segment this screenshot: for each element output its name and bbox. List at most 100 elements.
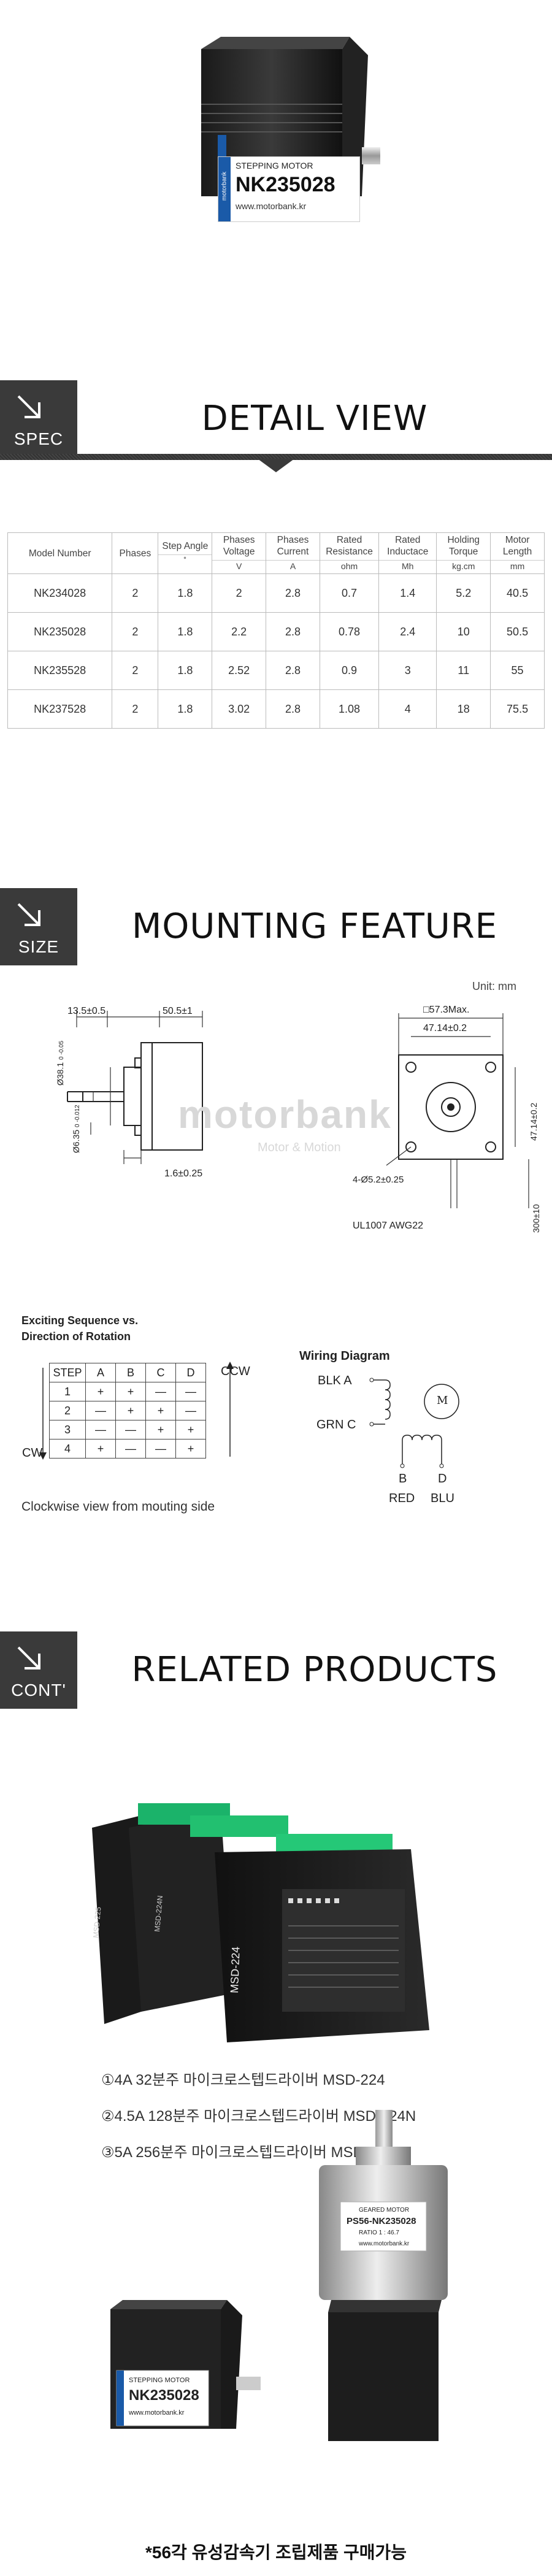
dim-flange-thickness: 1.6±0.25	[164, 1168, 203, 1179]
dim-mount-holes: 4-Ø5.2±0.25	[353, 1175, 404, 1185]
table-cell: 3	[378, 651, 437, 690]
small-motor-image	[110, 2300, 261, 2429]
dim-frame-size: □57.3Max.	[423, 1005, 470, 1015]
wire-d-label: D	[438, 1472, 447, 1485]
wire-red-label: RED	[389, 1492, 415, 1505]
related-product-item: ②4.5A 128분주 마이크로스텝드라이버 MSD-224N	[101, 2108, 416, 2125]
table-cell: 2.2	[212, 612, 267, 651]
unit-label: Unit: mm	[472, 980, 516, 992]
table-cell: 0.9	[319, 651, 380, 690]
table-cell: NK234028	[7, 573, 113, 613]
table-row: STEP A B C D	[49, 1363, 206, 1382]
arrow-down-right-icon	[17, 1646, 40, 1669]
table-cell: 1.4	[378, 573, 437, 613]
wiring-diagram	[369, 1378, 459, 1468]
spec-header-cell: Step Angle˚	[158, 532, 213, 574]
table-cell: 2	[112, 612, 159, 651]
sequence-caption: Clockwise view from mouting side	[21, 1500, 215, 1514]
table-cell: 2	[112, 651, 159, 690]
spec-badge-label: SPEC	[13, 429, 64, 448]
dim-shaft-length: 13.5±0.5	[67, 1006, 106, 1016]
motor-label-url: www.motorbank.kr	[236, 201, 307, 211]
table-cell: 1.8	[158, 612, 213, 651]
table-cell: 0.78	[319, 612, 380, 651]
table-row: 3 — — + +	[49, 1420, 206, 1439]
motor-label-model: NK235028	[236, 173, 335, 196]
driver-label-msd225: MSD-225	[91, 1906, 102, 1938]
cont-badge: CONT'	[0, 1631, 77, 1709]
section-divider-band	[0, 454, 552, 460]
table-cell: 55	[490, 651, 545, 690]
cont-section-title: RELATED PRODUCTS	[131, 1650, 498, 1690]
spec-table-header-row: Model Number Phases Step Angle˚ Phases V…	[7, 532, 545, 574]
table-cell: 75.5	[490, 689, 545, 729]
spec-table: Model Number Phases Step Angle˚ Phases V…	[7, 532, 545, 729]
geared-motor-image	[319, 2110, 448, 2441]
table-cell: 2	[112, 573, 159, 613]
bottom-caption: *56각 유성감속기 조립제품 구매가능	[145, 2543, 407, 2562]
related-product-item: ③5A 256분주 마이크로스텝드라이버 MSD-225	[101, 2144, 393, 2161]
motor-label-brand-strip	[218, 157, 231, 221]
table-cell: NK237528	[7, 689, 113, 729]
small-motor-label-model: NK235028	[129, 2387, 199, 2404]
dim-lead-length: 300±10	[531, 1204, 541, 1233]
arrow-down-right-icon	[17, 395, 40, 418]
arrow-down-right-icon	[17, 903, 40, 926]
spec-section-title: DETAIL VIEW	[201, 399, 428, 439]
spec-badge: SPEC	[0, 380, 77, 458]
dim-pilot-diameter: Ø38.1 0 -0.05	[55, 1040, 65, 1086]
dim-hole-spacing-y: 47.14±0.2	[529, 1102, 539, 1141]
table-cell: 2	[212, 573, 267, 613]
small-motor-label-url: www.motorbank.kr	[129, 2409, 185, 2417]
spec-section-header: SPEC DETAIL VIEW	[0, 380, 552, 472]
table-cell: 1.8	[158, 651, 213, 690]
spec-header-cell: Phases	[112, 532, 159, 574]
table-cell: 2	[112, 689, 159, 729]
table-cell: 2.8	[266, 689, 320, 729]
small-motor-label-type: STEPPING MOTOR	[129, 2377, 190, 2384]
geared-motor-label-url: www.motorbank.kr	[359, 2241, 410, 2247]
front-view-drawing	[386, 1013, 529, 1208]
sequence-title: Exciting Sequence vs. Direction of Rotat…	[21, 1314, 139, 1343]
table-cell: 40.5	[490, 573, 545, 613]
wiring-title: Wiring Diagram	[299, 1349, 390, 1363]
spec-header-cell: Model Number	[7, 532, 113, 574]
ccw-label: CCW	[221, 1365, 250, 1378]
table-cell: 11	[436, 651, 491, 690]
table-cell: 2.8	[266, 573, 320, 613]
motor-label: motorbank STEPPING MOTOR NK235028 www.mo…	[218, 156, 360, 222]
wire-blk-a-label: BLK A	[318, 1374, 352, 1387]
dim-lead-wire: UL1007 AWG22	[353, 1221, 424, 1231]
table-cell: 5.2	[436, 573, 491, 613]
size-badge-label: SIZE	[18, 937, 59, 956]
table-cell: 2.4	[378, 612, 437, 651]
table-cell: 3.02	[212, 689, 267, 729]
table-cell: NK235528	[7, 651, 113, 690]
table-row: 4 + — — +	[49, 1439, 206, 1459]
table-cell: 1.8	[158, 573, 213, 613]
drivers-image: MSD-225 MSD-224N MSD-224	[91, 1803, 429, 2042]
watermark-text: motorbank	[178, 1092, 392, 1137]
dim-shaft-diameter: Ø6.35 0 -0.012	[71, 1105, 81, 1153]
geared-motor-label-model: PS56-NK235028	[347, 2216, 416, 2226]
cont-badge-label: CONT'	[11, 1681, 66, 1700]
motor-label-brand: motorbank	[221, 171, 228, 201]
dim-hole-spacing-x: 47.14±0.2	[423, 1023, 467, 1033]
watermark-subtext: Motor & Motion	[258, 1141, 341, 1154]
table-cell: 2.52	[212, 651, 267, 690]
side-view-drawing	[67, 1011, 203, 1164]
geared-motor-label-ratio: RATIO 1 : 46.7	[359, 2229, 399, 2236]
motor-symbol-label: M	[437, 1394, 448, 1407]
cont-section-header: CONT' RELATED PRODUCTS	[0, 1631, 552, 1723]
wire-grn-c-label: GRN C	[316, 1418, 356, 1432]
sequence-table: STEP A B C D 1 + + — — 2 — + + — 3 — — +…	[49, 1363, 206, 1459]
wire-b-label: B	[399, 1472, 407, 1485]
table-cell: 10	[436, 612, 491, 651]
